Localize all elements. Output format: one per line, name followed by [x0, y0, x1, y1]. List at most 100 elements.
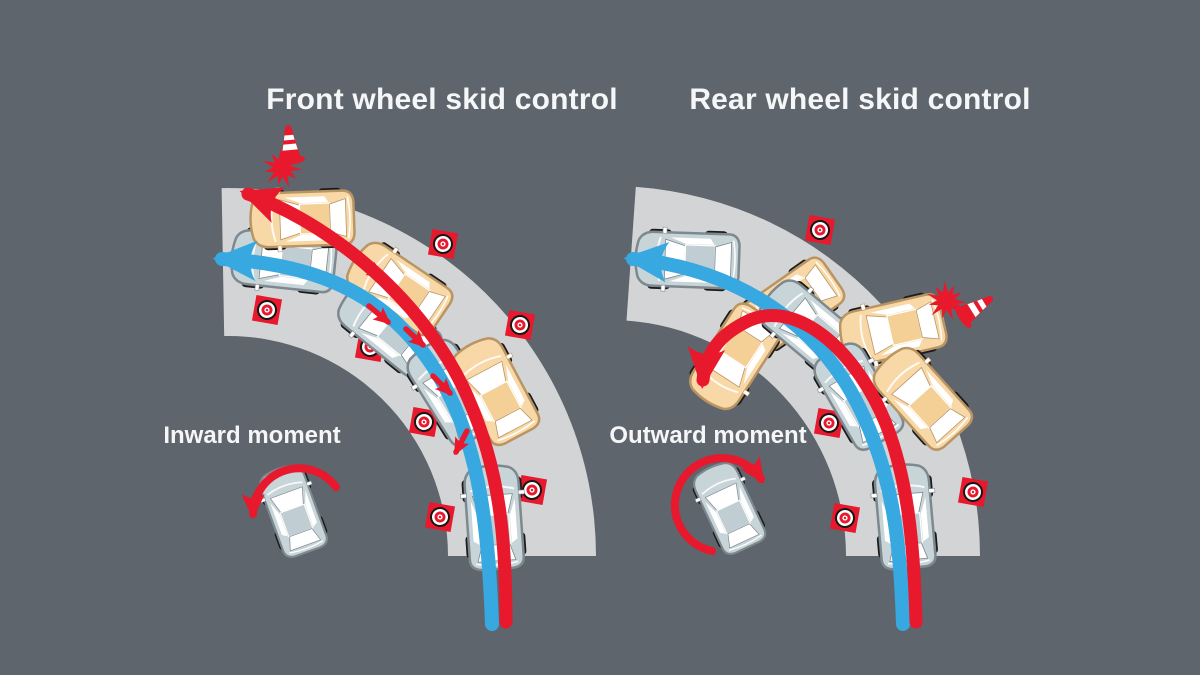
mirror — [867, 357, 876, 365]
esc-controlled-path-arrow — [212, 240, 499, 631]
mirror — [806, 286, 815, 295]
mirror — [348, 330, 356, 339]
marker-center — [818, 228, 822, 232]
trunk-line — [346, 196, 351, 239]
impact-burst — [262, 147, 303, 188]
side-window — [880, 339, 922, 356]
mirror — [277, 245, 283, 253]
skid-path-arrow — [687, 309, 923, 629]
mirror — [410, 383, 419, 391]
side-window — [893, 399, 928, 430]
rear-window — [727, 523, 760, 549]
side-window — [284, 196, 329, 204]
brake-force-arrow — [453, 428, 470, 456]
side-window — [870, 303, 915, 315]
cone-stripe — [967, 302, 980, 318]
mirror — [517, 489, 525, 495]
mirror — [275, 187, 281, 195]
mirror — [816, 386, 825, 394]
trajectory-arrows-layer — [212, 187, 923, 631]
cone-body — [280, 125, 301, 160]
trunk-line — [862, 423, 900, 447]
mirror — [662, 226, 668, 234]
brake-force-arrows-layer — [359, 260, 470, 456]
panel-title-rear-wheel: Rear wheel skid control — [689, 83, 1031, 116]
side-window — [829, 391, 858, 427]
side-window — [810, 299, 841, 333]
rear-window — [929, 408, 966, 444]
mirror — [459, 493, 467, 499]
rear-window — [329, 197, 348, 238]
yaw-moment-arrow — [670, 454, 765, 555]
side-window — [920, 497, 929, 542]
brake-point-marker — [957, 476, 989, 508]
trunk-line — [728, 534, 762, 551]
brake-point-marker — [804, 214, 836, 246]
side-window — [926, 369, 954, 407]
hood-line — [773, 292, 804, 328]
brake-point-marker — [251, 294, 283, 326]
props-layer — [262, 125, 994, 329]
side-window — [263, 276, 309, 286]
mirror — [505, 352, 514, 360]
brake-force-arrow — [366, 303, 391, 325]
brake-point-marker — [408, 406, 440, 438]
brake-force-arrow — [359, 260, 385, 279]
panel-title-front-wheel: Front wheel skid control — [266, 83, 618, 116]
car-skidding — [838, 292, 948, 368]
traffic-cone — [954, 295, 994, 329]
marker-center — [438, 515, 442, 519]
esc-controlled-path-arrow — [623, 242, 910, 631]
mirror — [742, 389, 751, 397]
traffic-cone — [277, 125, 305, 165]
inward-moment-label: Inward moment — [163, 422, 341, 449]
trunk-line — [476, 560, 519, 566]
side-window — [705, 502, 727, 534]
side-window — [467, 385, 494, 422]
car-controlled — [692, 461, 767, 556]
mirror — [923, 356, 932, 365]
mirror — [928, 487, 936, 494]
side-window — [509, 498, 518, 543]
side-window — [270, 503, 288, 537]
car-skidding — [872, 346, 974, 451]
trunk-line — [936, 416, 969, 447]
cone-base — [954, 303, 972, 329]
cone-stripe — [977, 299, 987, 310]
rear-window — [915, 301, 940, 340]
side-window — [739, 486, 754, 523]
brake-point-marker — [427, 228, 459, 260]
outward-moment-label: Outward moment — [609, 422, 807, 449]
brake-point-marker — [504, 309, 536, 341]
marker-center — [265, 308, 269, 312]
marker-center — [843, 516, 847, 520]
yaw-moment-arrow — [241, 464, 340, 520]
trunk-line — [497, 420, 536, 442]
side-window — [743, 343, 766, 385]
side-window — [782, 333, 820, 359]
side-window — [881, 500, 892, 545]
rear-window — [494, 407, 533, 439]
side-window — [505, 364, 525, 407]
marker-center — [530, 488, 534, 492]
brake-markers-layer — [251, 214, 989, 534]
brake-point-marker — [813, 407, 845, 439]
trunk-line — [815, 261, 841, 297]
brake-force-arrow — [403, 326, 426, 348]
mirror — [391, 246, 400, 255]
side-window — [361, 332, 400, 358]
hood-line — [266, 481, 303, 496]
cone-stripe — [283, 134, 295, 141]
mirror — [860, 303, 867, 311]
side-window — [305, 490, 317, 528]
yaw-moment-layer — [241, 454, 765, 555]
marker-center — [441, 242, 445, 246]
brake-point-marker — [516, 474, 548, 506]
brake-point-marker — [829, 502, 861, 534]
mirror — [254, 283, 260, 291]
hood-line — [461, 354, 502, 378]
side-window — [470, 501, 480, 546]
cone-stripe — [282, 143, 298, 151]
mirror — [694, 496, 702, 503]
impact-burst — [926, 280, 967, 321]
